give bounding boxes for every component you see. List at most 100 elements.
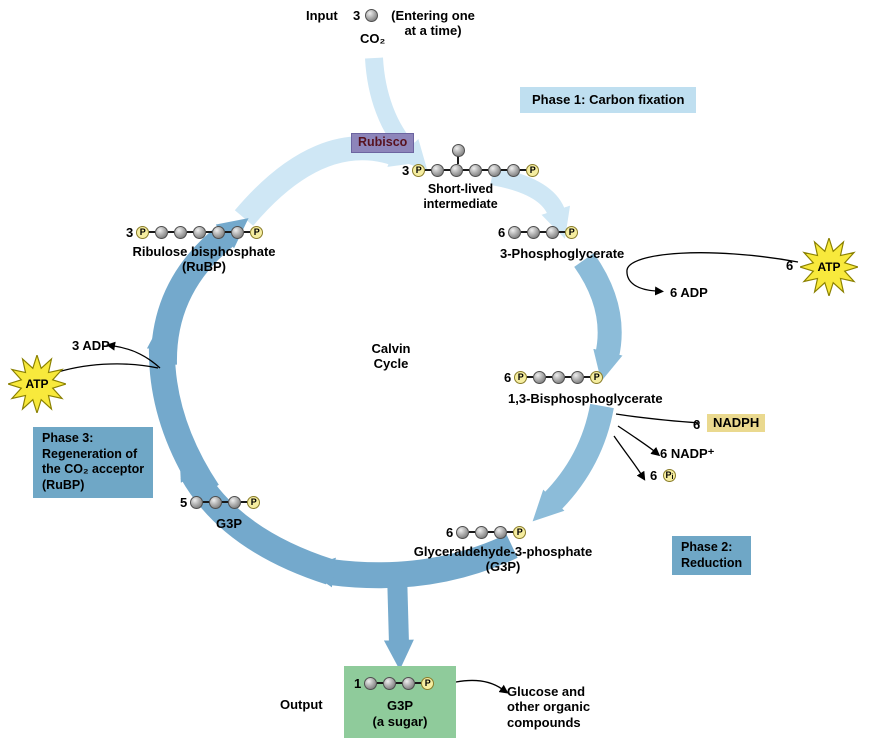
arrow-regen-3 [150,218,249,366]
phosphate-icon: P [514,370,528,384]
nadp-label: 6 NADP⁺ [660,446,715,461]
bond-line [149,231,156,233]
bond-line [469,531,476,533]
arrow-bpg-to-g3p [532,403,614,522]
bond-line [396,682,403,684]
arrow-output [383,571,414,670]
molecule-count: 1 [354,675,362,691]
carbon-icon [212,225,226,239]
phosphate-icon: P [590,370,604,384]
atp-right-count: 6 [786,258,794,273]
input-label: Input [306,8,338,23]
arrow-pga-to-bpg [574,253,623,382]
calvin-cycle-label: Calvin Cycle [371,341,411,372]
glucose-label: Glucose and other organic compounds [507,684,591,730]
arrow-nadp [617,425,661,457]
carbon-icon [209,495,223,509]
phase2-badge: Phase 2: Reduction [672,536,752,576]
bond-line [501,169,508,171]
carbon-icon [155,225,169,239]
output-label: Output [280,697,323,712]
adp-left-label: 3 ADP [72,338,110,353]
carbon-icon [552,370,566,384]
bond-line [463,169,470,171]
molecule-count: 6 [504,369,512,385]
carbon-icon [231,225,245,239]
phase1-badge: Phase 1: Carbon fixation [520,87,697,114]
molecule-count: 3 [126,224,134,240]
phosphate-icon: P [513,525,527,539]
intermediate-label: Short-lived intermediate [423,182,498,211]
arrow-atp-adp-right [626,252,799,296]
carbon-icon [488,163,502,177]
atp-left-burst: ATP [8,355,66,413]
carbon-icon [469,163,483,177]
molecule-count: 3 [402,162,410,178]
input-count: 3 [353,8,361,23]
carbon-icon [402,676,416,690]
bond-line [187,231,194,233]
carbon-icon [494,525,508,539]
carbon-icon [507,163,521,177]
carbon-icon [508,225,522,239]
bond-line [527,376,534,378]
arrow-glucose [455,679,509,694]
input-carbon-icon [365,9,378,22]
atp-left-label: ATP [25,377,49,391]
rubp-label: Ribulose bisphosphate (RuBP) [132,244,276,275]
bond-line [222,501,229,503]
atp-star-icon [800,238,858,296]
carbon-icon [452,144,465,157]
bond-line [584,376,591,378]
carbon-icon [533,370,547,384]
molecule-count: 6 [446,524,454,540]
carbon-icon [190,495,204,509]
bond-line [482,169,489,171]
carbon-icon [228,495,242,509]
bond-line [521,231,528,233]
bond-line [415,682,422,684]
adp-right-label: 6 ADP [670,285,708,300]
bond-line [457,156,459,164]
phosphate-icon: P [247,495,261,509]
carbon-icon [456,525,470,539]
bond-line [168,231,175,233]
atp-right-label: ATP [817,260,841,274]
line-atp-left [57,363,159,373]
bond-line [206,231,213,233]
bond-line [203,501,210,503]
phosphate-icon: P [421,676,435,690]
phosphate-icon: P [565,225,579,239]
arrow-pi [613,435,646,481]
bond-line [425,169,432,171]
phase3-badge: Phase 3: Regeneration of the CO₂ accepto… [33,427,154,498]
carbon-icon [174,225,188,239]
bond-line [444,169,451,171]
phosphate-icon: P [526,163,540,177]
arrow-to-pga [490,167,571,239]
carbon-icon [431,163,445,177]
input-note: (Entering one at a time) [391,8,475,39]
g3p5-label: G3P [216,516,243,531]
pga-label: 3-Phosphoglycerate [500,246,625,261]
carbon-icon [475,525,489,539]
pi-count: 6 [650,468,658,483]
bond-line [546,376,553,378]
co2-label: CO₂ [360,31,386,46]
g3p6-label: Glyceraldehyde-3-phosphate (G3P) [413,544,593,575]
bond-line [377,682,384,684]
carbon-icon [450,163,464,177]
carbon-icon [364,676,378,690]
carbon-icon [193,225,207,239]
